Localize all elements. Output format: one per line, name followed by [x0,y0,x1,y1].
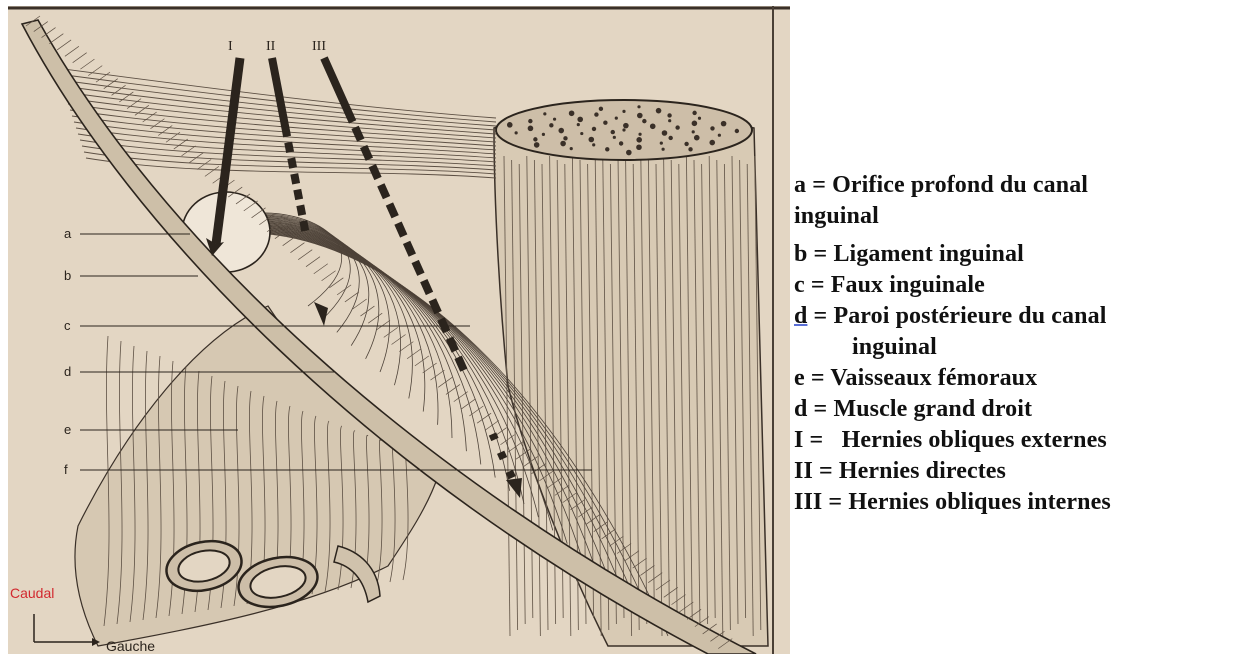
legend-equals: = [803,427,841,453]
legend-text: Vaisseaux fémoraux [830,365,1037,391]
anatomical-illustration: a b c d e f I II III Caudal Gauche [8,6,790,654]
part-label-e: e [64,422,71,437]
legend-item-III: III = Hernies obliques internes [794,487,1238,518]
legend-item-c: c = Faux inguinale [794,270,1238,301]
legend-item-II: II = Hernies directes [794,456,1238,487]
part-label-d: d [64,364,71,379]
legend-key: d [794,303,807,329]
orientation-gauche-label: Gauche [106,638,155,654]
legend-item-e: e = Vaisseaux fémoraux [794,363,1238,394]
legend-text: Faux inguinale [831,272,985,298]
legend-item-I: I = Hernies obliques externes [794,425,1238,456]
orientation-caudal-label: Caudal [10,585,54,601]
legend-item-d-wall: d = Paroi postérieure du canal inguinal [794,301,1238,363]
legend-text: Ligament inguinal [833,241,1023,267]
legend-text: Hernies obliques internes [848,489,1111,515]
part-label-b: b [64,268,71,283]
arrow-label-III: III [312,39,326,54]
legend-item-d-muscle: d = Muscle grand droit [794,394,1238,425]
legend-equals: = [807,303,833,329]
legend-key: b [794,241,807,267]
legend-key: III [794,489,822,515]
legend-text-continued: inguinal [794,203,879,229]
legend-text: Hernies obliques externes [842,427,1107,453]
legend-equals: = [806,172,832,198]
legend-key: c [794,272,805,298]
legend-key: a [794,172,806,198]
part-label-c: c [64,318,71,333]
legend-text-continued: inguinal [794,332,1238,363]
legend-key: II [794,458,813,484]
legend-equals: = [805,365,831,391]
legend-equals: = [805,272,831,298]
legend-equals: = [807,396,833,422]
illustration-canvas: a b c d e f I II III Caudal Gauche [8,6,790,654]
legend-item-b: b = Ligament inguinal [794,239,1238,270]
legend-equals: = [822,489,848,515]
legend-key: e [794,365,805,391]
legend: a = Orifice profond du canal inguinal b … [794,170,1238,518]
legend-text: Orifice profond du canal [832,172,1088,198]
legend-item-a: a = Orifice profond du canal inguinal [794,170,1238,232]
legend-key: d [794,396,807,422]
arrow-label-II: II [266,39,276,54]
legend-text: Hernies directes [839,458,1006,484]
legend-equals: = [807,241,833,267]
arrow-label-I: I [228,39,233,54]
legend-text: Paroi postérieure du canal [833,303,1106,329]
legend-text: Muscle grand droit [833,396,1032,422]
part-label-a: a [64,226,72,241]
legend-equals: = [813,458,839,484]
part-label-f: f [64,462,68,477]
